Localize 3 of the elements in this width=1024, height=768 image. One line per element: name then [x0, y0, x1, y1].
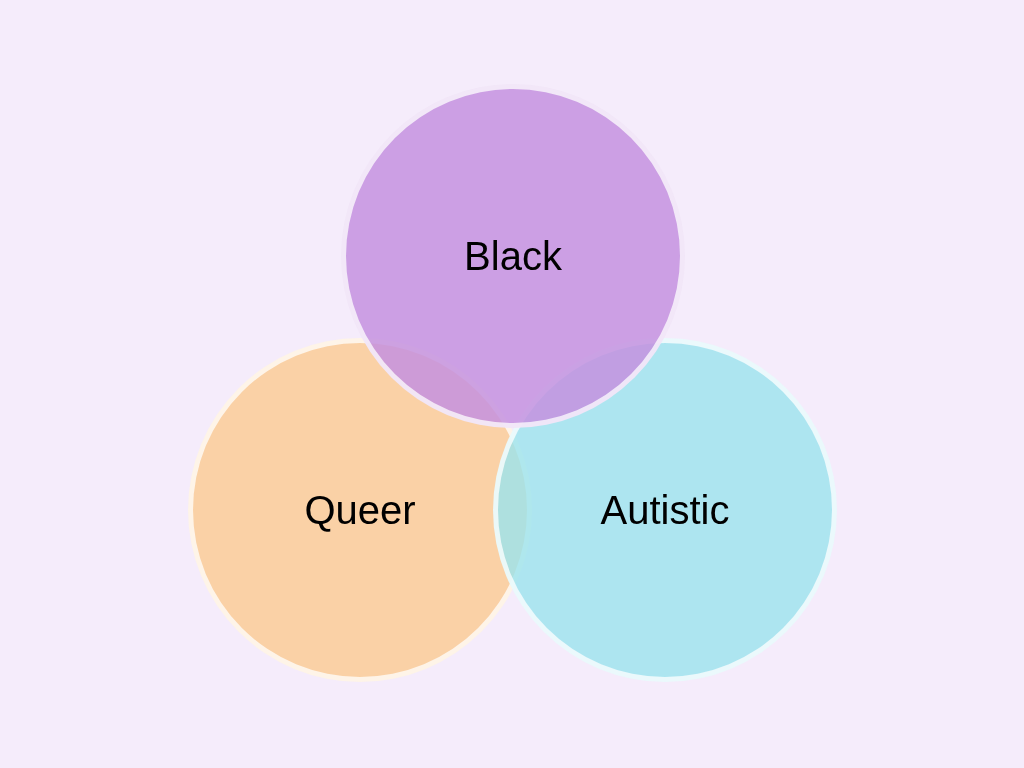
- circle-label: Black: [464, 233, 562, 279]
- circle-label: Queer: [304, 487, 416, 533]
- circle-label: Autistic: [600, 487, 730, 533]
